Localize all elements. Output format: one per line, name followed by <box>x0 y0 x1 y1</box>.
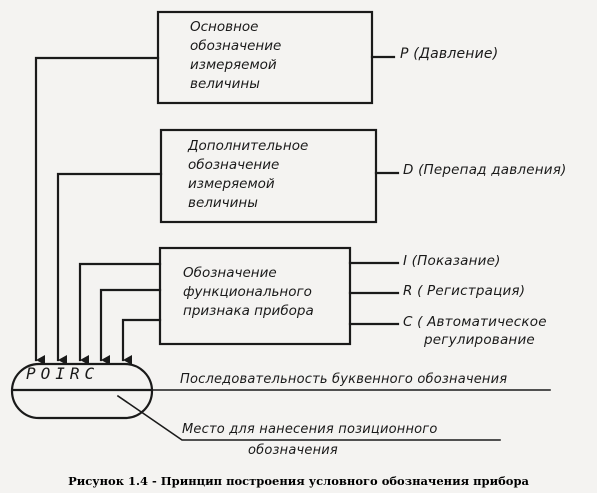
box3-line-3: признака прибора <box>183 303 314 319</box>
box2-text: Дополнительное обозначение измеряемой ве… <box>188 137 308 213</box>
position-leader <box>116 394 501 441</box>
box-functional-designation <box>158 246 352 346</box>
output-label-c-line2: регулирование <box>424 332 535 348</box>
position-label-line1: Место для нанесения позиционного <box>182 422 438 437</box>
connector-i <box>78 262 162 365</box>
output-label-r: R ( Регистрация) <box>403 283 526 299</box>
box2-line-1: Дополнительное <box>188 138 309 154</box>
output-label-p: P (Давление) <box>400 46 499 62</box>
output-label-i: I (Показание) <box>403 253 501 269</box>
output-label-d: D (Перепад давления) <box>403 162 567 178</box>
figure-caption: Рисунок 1.4 - Принцип построения условно… <box>68 474 529 488</box>
box1-line-3: измеряемой <box>190 57 277 73</box>
instrument-symbol <box>10 362 154 420</box>
connector-r <box>99 288 162 365</box>
box3-line-1: Обозначение <box>183 265 277 281</box>
box1-line-4: величины <box>190 76 260 92</box>
connector-d <box>56 172 163 365</box>
output-label-c-line1: C ( Автоматическое <box>403 314 547 330</box>
box1-line-1: Основное <box>190 19 259 35</box>
box1-line-2: обозначение <box>190 38 282 54</box>
connector-p <box>34 56 160 365</box>
box2-line-4: величины <box>188 195 258 211</box>
box2-line-2: обозначение <box>188 157 280 173</box>
connector-c <box>121 318 162 365</box>
box1-text: Основное обозначение измеряемой величины <box>190 18 281 94</box>
symbol-letters: POIRC <box>26 364 100 383</box>
box3-text: Обозначение функционального признака при… <box>183 264 314 321</box>
box2-line-3: измеряемой <box>188 176 275 192</box>
box3-line-2: функционального <box>183 284 312 300</box>
position-label-line2: обозначения <box>248 443 338 458</box>
sequence-label: Последовательность буквенного обозначени… <box>180 372 508 387</box>
box-additional-designation <box>159 128 378 224</box>
